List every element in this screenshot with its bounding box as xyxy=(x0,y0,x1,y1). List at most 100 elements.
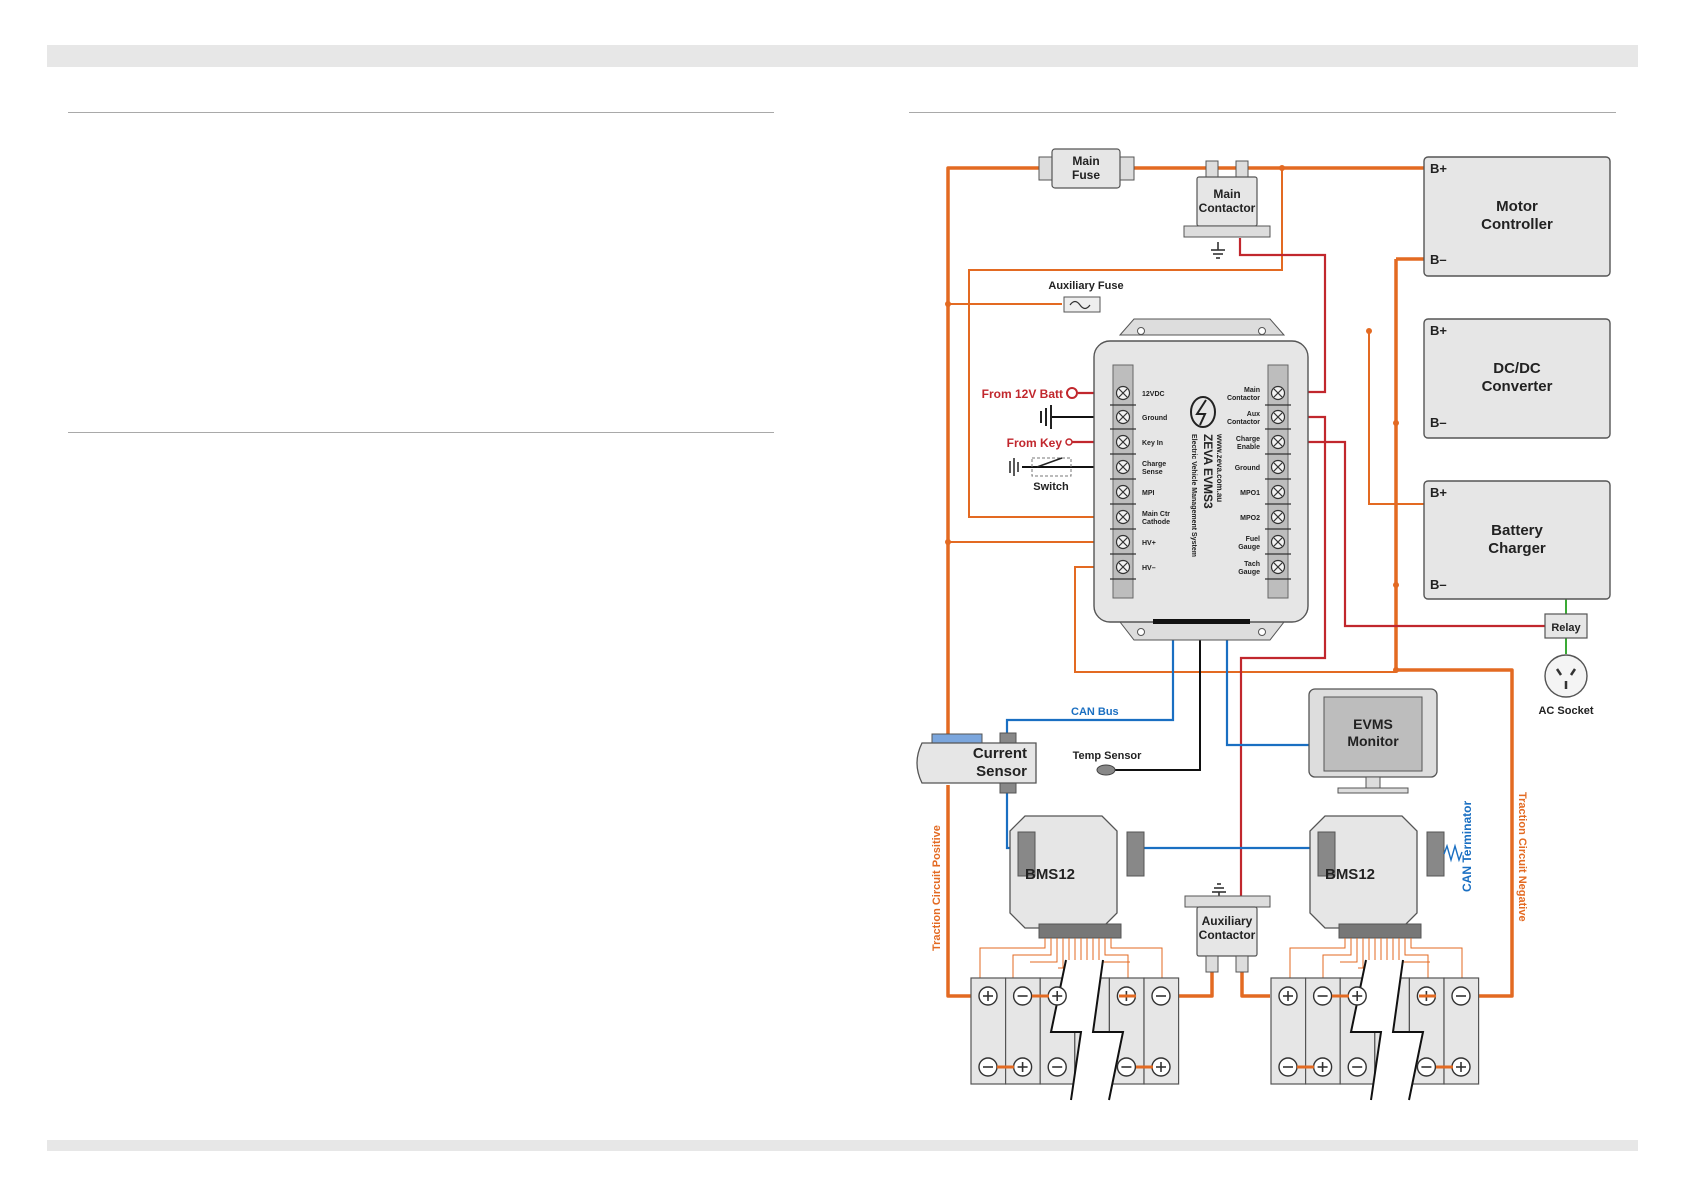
evms-right-screw xyxy=(1270,385,1286,401)
traction-thin-wires xyxy=(948,168,1424,673)
traction-wires xyxy=(946,166,1514,998)
evms-left-screw xyxy=(1115,459,1131,475)
evms-left-screw xyxy=(1115,409,1131,425)
terminal-minus-icon xyxy=(1416,1057,1437,1077)
evms-logo xyxy=(1190,396,1216,428)
from-12v-batt: From 12V Batt xyxy=(982,387,1078,401)
evms-right-screw xyxy=(1270,559,1286,575)
terminal-minus-icon xyxy=(1312,986,1333,1006)
auxiliary-fuse: Auxiliary Fuse xyxy=(1048,280,1124,313)
from-key-label: From Key xyxy=(1007,436,1063,450)
bms-left-label: BMS12 xyxy=(1025,866,1075,883)
can-terminator: CAN Terminator xyxy=(1443,801,1474,892)
evms-right-pin-label: MPO2 xyxy=(1240,515,1260,522)
right-top-rule xyxy=(909,112,1616,113)
ground-symbol xyxy=(1040,405,1052,429)
auxiliary-fuse-label: Auxiliary Fuse xyxy=(1048,280,1123,292)
terminal-minus-icon xyxy=(1451,986,1471,1006)
relay: Relay xyxy=(1544,613,1588,639)
evms-url: www.zeva.com.au xyxy=(1215,433,1224,502)
evms-right-screw xyxy=(1270,484,1286,500)
bank-break xyxy=(1351,960,1423,1100)
motor-b-minus: B– xyxy=(1430,252,1447,267)
charger-b-minus: B– xyxy=(1430,577,1447,592)
terminal-minus-icon xyxy=(1151,986,1171,1006)
charger-b-plus: B+ xyxy=(1430,485,1447,500)
motor-b-plus: B+ xyxy=(1430,161,1447,176)
dcdc-b-plus: B+ xyxy=(1430,323,1447,338)
charge-switch: Switch xyxy=(1009,457,1072,493)
can-bus-label: CAN Bus xyxy=(1071,706,1119,718)
terminal-plus-icon xyxy=(1278,986,1298,1006)
can-terminator-label: CAN Terminator xyxy=(1460,801,1474,892)
evms-left-pin-label: HV+ xyxy=(1142,540,1156,547)
from-key: From Key xyxy=(1007,436,1073,450)
evms-brand: ZEVA EVMS3 xyxy=(1201,434,1215,509)
evms-right-screw xyxy=(1270,409,1286,425)
bms-right-label: BMS12 xyxy=(1325,866,1375,883)
evms-left-screw xyxy=(1115,509,1131,525)
terminal-minus-icon xyxy=(1116,1057,1137,1077)
terminal-plus-icon xyxy=(1047,986,1067,1006)
terminal-plus-icon xyxy=(978,986,998,1006)
evms-subtitle: Electric Vehicle Management System xyxy=(1190,434,1197,557)
bottom-band xyxy=(47,1140,1638,1151)
evms-right-screw xyxy=(1270,534,1286,550)
battery-bank-left xyxy=(970,959,1180,1101)
left-mid-rule xyxy=(68,432,774,433)
traction-positive-label: Traction Circuit Positive xyxy=(931,825,943,951)
control-wires xyxy=(1072,238,1545,896)
terminal-plus-icon xyxy=(1347,986,1367,1006)
evms-left-pin-label: Ground xyxy=(1142,415,1167,422)
bms-right: BMS12 xyxy=(1309,815,1445,939)
evms-left-screw xyxy=(1115,385,1131,401)
terminal-minus-icon xyxy=(1012,986,1033,1006)
terminal-minus-icon xyxy=(1278,1057,1298,1077)
dcdc-b-minus: B– xyxy=(1430,415,1447,430)
can-wires xyxy=(1005,622,1318,850)
top-band xyxy=(47,45,1638,67)
terminal-plus-icon xyxy=(1151,1057,1171,1077)
left-top-rule xyxy=(68,112,774,113)
terminal-minus-icon xyxy=(1347,1057,1367,1077)
evms-right-pin-label: MPO1 xyxy=(1240,490,1260,497)
ac-socket-label: AC Socket xyxy=(1538,705,1593,717)
evms-right-pin-label: Ground xyxy=(1235,465,1260,472)
evms-left-screw xyxy=(1115,484,1131,500)
evms-left-screw xyxy=(1115,534,1131,550)
bank-break xyxy=(1051,960,1123,1100)
temp-sensor: Temp Sensor xyxy=(1073,750,1142,776)
terminal-minus-icon xyxy=(978,1057,998,1077)
terminal-plus-icon xyxy=(1012,1057,1033,1077)
evms-left-pin-label: MPI xyxy=(1142,490,1155,497)
traction-negative-label: Traction Circuit Negative xyxy=(1516,792,1528,922)
evms-left-pin-label: Key In xyxy=(1142,440,1163,447)
junction-dots xyxy=(945,165,1399,673)
evms-left-pin-label: HV– xyxy=(1142,565,1156,572)
evms-right-screw xyxy=(1270,509,1286,525)
evms-left-pin-label: 12VDC xyxy=(1142,391,1165,398)
battery-bank-right xyxy=(1270,959,1480,1101)
relay-label: Relay xyxy=(1551,622,1581,634)
evms-right-screw xyxy=(1270,459,1286,475)
terminal-minus-icon xyxy=(1047,1057,1067,1077)
ac-socket: AC Socket xyxy=(1538,654,1594,717)
switch-label: Switch xyxy=(1033,481,1069,493)
